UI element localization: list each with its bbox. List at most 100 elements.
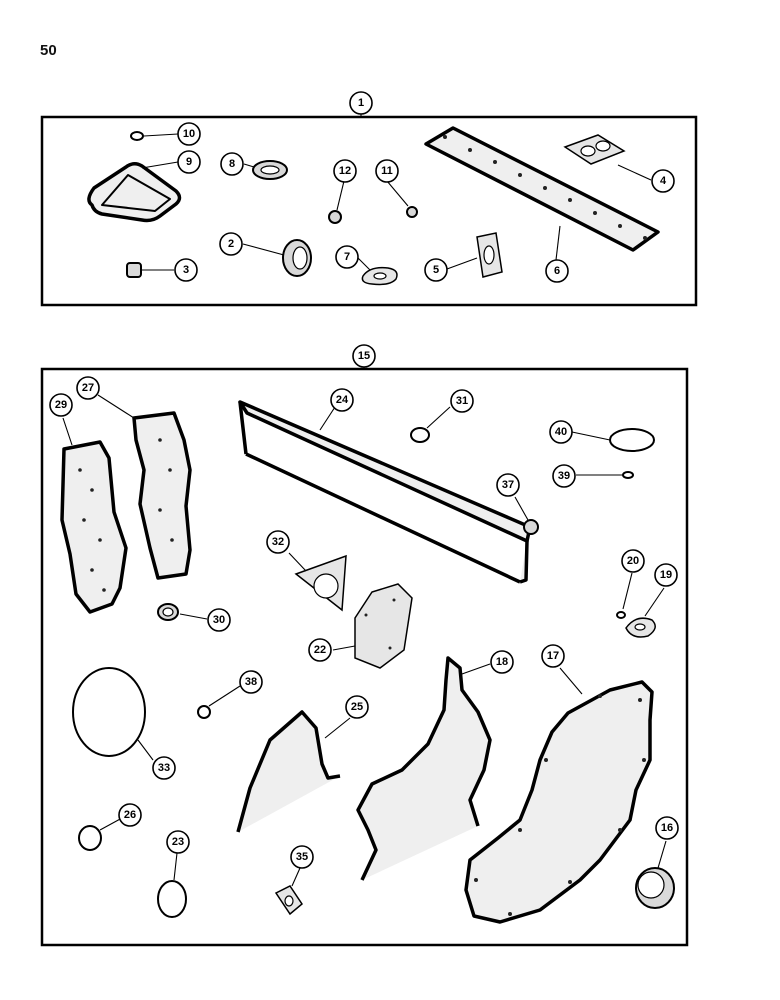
part-6-bolt-holes xyxy=(443,135,647,240)
callout-label: 4 xyxy=(660,175,667,187)
callout-1: 1 xyxy=(349,91,373,115)
part-18-timing-cover-gasket xyxy=(356,656,492,881)
callout-circle xyxy=(308,638,332,662)
callout-circle xyxy=(266,530,290,554)
part-17-rear-cover-gasket xyxy=(464,680,654,924)
callout-circle xyxy=(375,159,399,183)
callout-circle xyxy=(335,245,359,269)
callout-circle xyxy=(330,388,354,412)
callout-label: 24 xyxy=(336,394,349,406)
callout-label: 29 xyxy=(55,399,67,411)
part-22-dots xyxy=(364,598,396,650)
callout-25: 25 xyxy=(345,695,369,719)
callout-label: 33 xyxy=(158,762,170,774)
callout-label: 5 xyxy=(433,264,439,276)
part-27-front-cover-gasket xyxy=(132,411,192,580)
part-39-o-ring xyxy=(622,471,634,479)
callout-38: 38 xyxy=(239,670,263,694)
callout-8: 8 xyxy=(220,152,244,176)
callout-label: 23 xyxy=(172,836,184,848)
part-22-cover-plate xyxy=(354,583,413,669)
callout-circle xyxy=(651,169,675,193)
callout-circle xyxy=(549,420,573,444)
callout-26: 26 xyxy=(118,803,142,827)
callout-label: 30 xyxy=(213,614,225,626)
callout-label: 3 xyxy=(183,264,189,276)
callout-circle xyxy=(220,152,244,176)
callout-label: 32 xyxy=(272,536,284,548)
callout-circle xyxy=(174,258,198,282)
callout-label: 31 xyxy=(456,395,468,407)
part-29-dots xyxy=(78,468,106,592)
callout-12: 12 xyxy=(333,159,357,183)
part-31-o-ring xyxy=(410,427,430,443)
callout-label: 1 xyxy=(358,97,364,109)
callout-31: 31 xyxy=(450,389,474,413)
callout-5: 5 xyxy=(424,258,448,282)
callout-circle xyxy=(352,344,376,368)
part-23-o-ring xyxy=(157,880,187,918)
callout-24: 24 xyxy=(330,388,354,412)
part-9-rocker-cover-gasket xyxy=(87,162,182,223)
callout-33: 33 xyxy=(152,756,176,780)
part-38-o-ring xyxy=(197,705,211,719)
callout-30: 30 xyxy=(207,608,231,632)
callout-circle xyxy=(207,608,231,632)
callout-22: 22 xyxy=(308,638,332,662)
part-27-dots xyxy=(158,438,174,542)
callout-15: 15 xyxy=(352,344,376,368)
callout-circle xyxy=(424,258,448,282)
callout-label: 8 xyxy=(229,158,235,170)
callout-circle xyxy=(654,563,678,587)
callout-23: 23 xyxy=(166,830,190,854)
callout-circle xyxy=(76,376,100,400)
callout-circle xyxy=(219,232,243,256)
callout-label: 20 xyxy=(627,555,639,567)
callout-circle xyxy=(545,259,569,283)
callout-label: 10 xyxy=(183,128,195,140)
callout-9: 9 xyxy=(177,150,201,174)
callout-circle xyxy=(118,803,142,827)
upper-kit-frame xyxy=(40,115,698,307)
callout-4: 4 xyxy=(651,169,675,193)
callout-circle xyxy=(333,159,357,183)
callout-37: 37 xyxy=(496,473,520,497)
callout-29: 29 xyxy=(49,393,73,417)
callout-label: 19 xyxy=(660,569,672,581)
part-20-o-ring xyxy=(616,611,626,619)
part-29-front-plate-gasket xyxy=(60,440,128,614)
callout-circle xyxy=(152,756,176,780)
callout-11: 11 xyxy=(375,159,399,183)
callout-35: 35 xyxy=(290,845,314,869)
callout-label: 2 xyxy=(228,238,234,250)
callout-19: 19 xyxy=(654,563,678,587)
callout-circle xyxy=(177,150,201,174)
callout-10: 10 xyxy=(177,122,201,146)
callout-label: 39 xyxy=(558,470,570,482)
callout-circle xyxy=(177,122,201,146)
callout-7: 7 xyxy=(335,245,359,269)
callout-label: 9 xyxy=(186,156,192,168)
callout-label: 7 xyxy=(344,251,350,263)
callout-label: 12 xyxy=(339,165,351,177)
part-25-gear-cover-gasket xyxy=(236,710,341,833)
callout-label: 40 xyxy=(555,426,567,438)
callout-circle xyxy=(655,816,679,840)
part-17-bolt-holes xyxy=(474,694,646,916)
callout-label: 25 xyxy=(351,701,363,713)
callout-20: 20 xyxy=(621,549,645,573)
callout-label: 17 xyxy=(547,650,559,662)
callout-circle xyxy=(49,393,73,417)
callout-label: 11 xyxy=(381,165,393,177)
callout-39: 39 xyxy=(552,464,576,488)
callout-label: 16 xyxy=(661,822,673,834)
callout-circle xyxy=(496,473,520,497)
part-33-o-ring xyxy=(72,667,146,757)
part-3-plug xyxy=(126,262,142,278)
page-number: 50 xyxy=(40,42,57,59)
callout-circle xyxy=(239,670,263,694)
callout-18: 18 xyxy=(490,650,514,674)
callout-label: 38 xyxy=(245,676,257,688)
callout-label: 35 xyxy=(296,851,308,863)
